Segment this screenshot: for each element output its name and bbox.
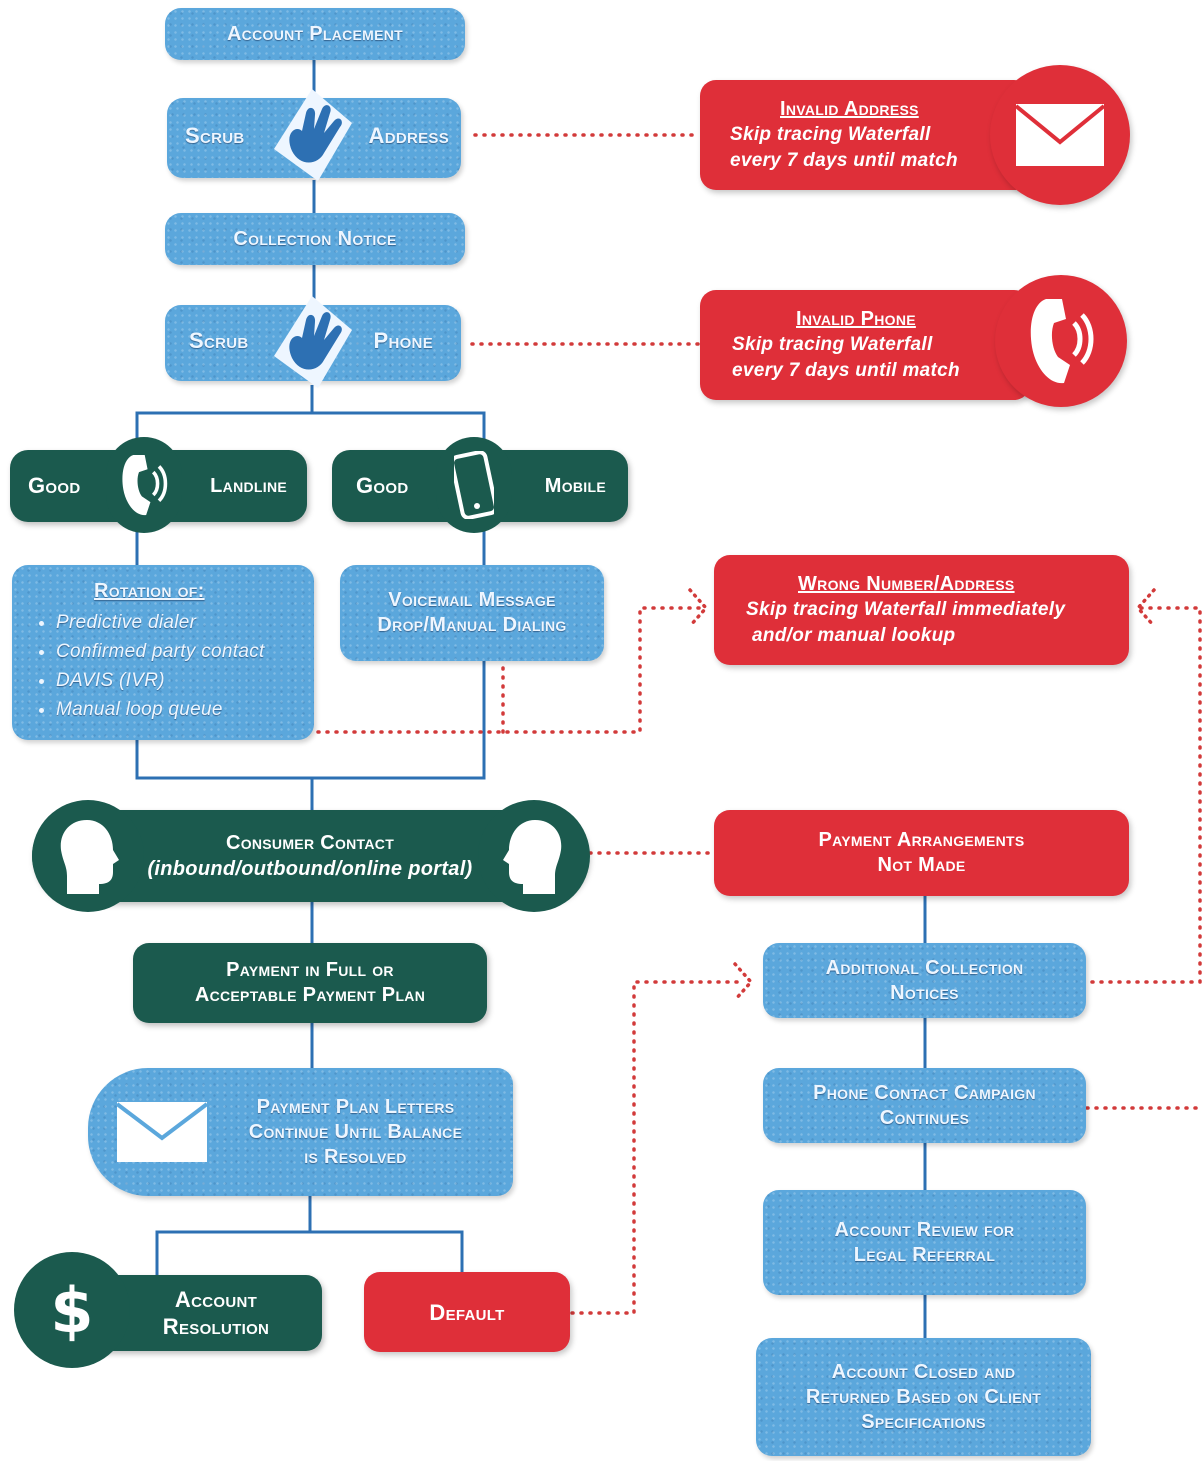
legal-review-box: Account Review for Legal Referral [763, 1190, 1086, 1295]
account-closed-box: Account Closed and Returned Based on Cli… [756, 1338, 1091, 1456]
account-closed-line2: Returned Based on Client [805, 1385, 1042, 1408]
good-label: Good [28, 473, 81, 498]
wrong-number-line2: and/or manual lookup [752, 624, 956, 646]
additional-notices-box: Additional Collection Notices [763, 943, 1086, 1018]
payment-letters-line2: Continue Until Balance [248, 1120, 463, 1143]
invalid-address-icon-circle [990, 65, 1130, 205]
exception-connectors [316, 133, 1202, 1315]
phone-label: Phone [373, 328, 433, 353]
account-resolution-line1: Account [174, 1287, 258, 1312]
payment-full-line2: Acceptable Payment Plan [194, 984, 426, 1006]
landline-icon-circle [106, 437, 182, 533]
phone-campaign-line2: Continues [879, 1106, 970, 1129]
scrub-label: Scrub [185, 123, 245, 148]
not-made-line1: Payment Arrangements [818, 829, 1025, 851]
arrowheads [688, 588, 1156, 1002]
default-box: Default [364, 1272, 570, 1352]
not-made-line2: Not Made [877, 854, 966, 876]
phone-icon [122, 455, 168, 516]
payment-full-line1: Payment in Full or [226, 959, 394, 981]
invalid-address-box: Invalid Address Skip tracing Waterfall e… [700, 80, 1030, 190]
account-placement-box: Account Placement [165, 8, 465, 60]
head-silhouette-icon [60, 820, 119, 894]
wrong-number-box: Wrong Number/Address Skip tracing Waterf… [714, 555, 1129, 665]
invalid-phone-box: Invalid Phone Skip tracing Waterfall eve… [700, 290, 1030, 400]
consumer-contact-line2: (inbound/outbound/online portal) [147, 857, 473, 880]
list-item: DAVIS (IVR) [56, 666, 265, 695]
hand-wipe-icon [266, 85, 358, 185]
rotation-box: Rotation of: Predictive dialer Confirmed… [12, 565, 314, 740]
hand-wipe-icon [266, 292, 358, 392]
dollar-icon: $ [14, 1252, 130, 1368]
invalid-address-line1: Skip tracing Waterfall [730, 123, 931, 145]
phone-campaign-line1: Phone Contact Campaign [813, 1081, 1036, 1104]
head-silhouette-icon [503, 820, 562, 894]
voicemail-box: Voicemail Message Drop/Manual Dialing [340, 565, 604, 661]
landline-label: Landline [210, 475, 287, 497]
payment-letters-box: Payment Plan Letters Continue Until Bala… [88, 1068, 513, 1196]
account-closed-line3: Specifications [861, 1410, 986, 1433]
address-label: Address [368, 123, 449, 148]
left-head-circle [32, 800, 144, 912]
list-item: Manual loop queue [56, 695, 265, 724]
payment-letters-line1: Payment Plan Letters [256, 1095, 455, 1118]
envelope-icon [1014, 104, 1106, 166]
invalid-phone-icon-circle [995, 275, 1127, 407]
payment-full-box: Payment in Full or Acceptable Payment Pl… [133, 943, 487, 1023]
invalid-phone-line2: every 7 days until match [732, 359, 960, 381]
phone-icon [1030, 299, 1094, 384]
payment-letters-line3: is Resolved [304, 1145, 407, 1168]
rotation-heading: Rotation of: [94, 580, 205, 602]
invalid-address-title: Invalid Address [780, 97, 919, 120]
phone-campaign-box: Phone Contact Campaign Continues [763, 1068, 1086, 1143]
voicemail-line1: Voicemail Message [388, 589, 556, 611]
legal-review-line2: Legal Referral [853, 1243, 996, 1266]
voicemail-line2: Drop/Manual Dialing [377, 614, 567, 636]
consumer-contact-line1: Consumer Contact [225, 831, 395, 854]
dollar-symbol: $ [50, 1273, 94, 1347]
wrong-number-line1: Skip tracing Waterfall immediately [746, 598, 1066, 620]
right-head-circle [478, 800, 590, 912]
invalid-address-line2: every 7 days until match [730, 149, 958, 171]
good-label: Good [356, 473, 409, 498]
mobile-label: Mobile [544, 475, 606, 497]
additional-notices-line2: Notices [890, 981, 959, 1004]
mobile-icon-circle [436, 437, 512, 533]
invalid-phone-line1: Skip tracing Waterfall [732, 333, 933, 355]
legal-review-line1: Account Review for [834, 1218, 1015, 1241]
account-resolution-line2: Resolution [162, 1314, 270, 1339]
list-item: Predictive dialer [56, 608, 265, 637]
not-made-box: Payment Arrangements Not Made [714, 810, 1129, 896]
wrong-number-title: Wrong Number/Address [798, 572, 1015, 595]
envelope-icon [115, 1100, 209, 1164]
scrub-label: Scrub [189, 328, 249, 353]
collection-notice-box: Collection Notice [165, 213, 465, 265]
list-item: Confirmed party contact [56, 637, 265, 666]
additional-notices-line1: Additional Collection [825, 956, 1024, 979]
invalid-phone-title: Invalid Phone [796, 307, 916, 330]
rotation-list: Predictive dialer Confirmed party contac… [34, 608, 265, 724]
account-closed-line1: Account Closed and [831, 1360, 1016, 1383]
mobile-phone-icon [454, 451, 494, 519]
